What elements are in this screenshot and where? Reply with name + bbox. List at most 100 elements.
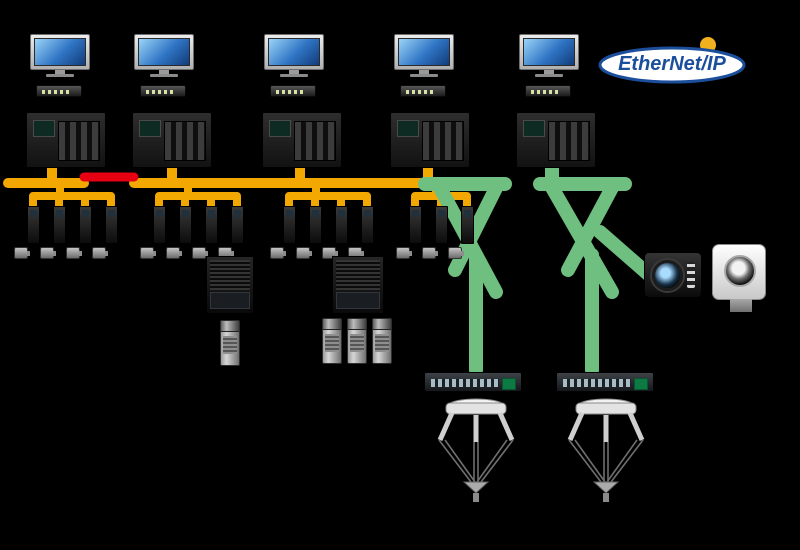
monitor-screen bbox=[138, 38, 190, 66]
servo-motor-icon bbox=[140, 247, 156, 259]
hub-1 bbox=[36, 85, 82, 97]
servo-unit bbox=[166, 206, 192, 260]
servo-unit bbox=[448, 206, 474, 260]
servo-unit bbox=[40, 206, 66, 260]
servo-drive-icon bbox=[231, 206, 244, 244]
delta-robot-1 bbox=[426, 396, 526, 506]
servo-drive-icon bbox=[409, 206, 422, 244]
servo-motor-icon bbox=[422, 247, 438, 259]
servo-drive-icon bbox=[205, 206, 218, 244]
robot-end-platform bbox=[592, 481, 620, 494]
monitor-5 bbox=[519, 34, 579, 80]
servo-unit bbox=[218, 206, 244, 260]
servo-motor-icon bbox=[166, 247, 182, 259]
servo-drive-icon bbox=[105, 206, 118, 244]
servo-motor-icon bbox=[270, 247, 286, 259]
ethernet-switch-2 bbox=[556, 372, 654, 392]
servo-unit bbox=[192, 206, 218, 260]
robot-lower-rods bbox=[568, 439, 644, 483]
servo-drive-icon bbox=[53, 206, 66, 244]
hub-2 bbox=[140, 85, 186, 97]
monitor-bezel bbox=[264, 34, 324, 70]
camera-1 bbox=[220, 320, 240, 366]
servo-motor-icon bbox=[448, 247, 464, 259]
servo-unit bbox=[422, 206, 448, 260]
ethernet-ip-logo-text: EtherNet/IP bbox=[618, 53, 726, 75]
delta-robot-graphic bbox=[567, 398, 645, 502]
servo-drive-icon bbox=[283, 206, 296, 244]
servo-motor-icon bbox=[40, 247, 56, 259]
monitor-base bbox=[46, 74, 74, 77]
servo-drive-icon bbox=[435, 206, 448, 244]
servo-unit bbox=[348, 206, 374, 260]
monitor-2 bbox=[134, 34, 194, 80]
plc-3 bbox=[262, 112, 342, 168]
industrial-pc-1 bbox=[206, 256, 254, 314]
servo-motor-icon bbox=[396, 247, 412, 259]
monitor-bezel bbox=[394, 34, 454, 70]
camera-4 bbox=[372, 318, 392, 364]
robot-tool bbox=[603, 493, 609, 502]
servo-drive-icon bbox=[27, 206, 40, 244]
servo-drive-icon bbox=[309, 206, 322, 244]
monitor-3 bbox=[264, 34, 324, 80]
monitor-screen bbox=[34, 38, 86, 66]
camera-2 bbox=[322, 318, 342, 364]
industrial-pc-2 bbox=[332, 256, 384, 314]
monitor-base bbox=[410, 74, 438, 77]
hub-5 bbox=[525, 85, 571, 97]
servo-drive-icon bbox=[361, 206, 374, 244]
monitor-stand bbox=[289, 70, 299, 74]
monitor-screen bbox=[523, 38, 575, 66]
servo-unit bbox=[92, 206, 118, 260]
servo-motor-icon bbox=[192, 247, 208, 259]
ethercat-plc-drops bbox=[47, 161, 433, 188]
servo-motor-icon bbox=[66, 247, 82, 259]
monitor-stand bbox=[419, 70, 429, 74]
servo-unit bbox=[14, 206, 40, 260]
hub-3 bbox=[270, 85, 316, 97]
servo-unit bbox=[270, 206, 296, 260]
servo-drive-icon bbox=[179, 206, 192, 244]
monitor-base bbox=[150, 74, 178, 77]
plc-4 bbox=[390, 112, 470, 168]
robot-upper-arms bbox=[437, 411, 515, 442]
servo-unit bbox=[396, 206, 422, 260]
smart-camera-lens bbox=[652, 260, 683, 291]
monitor-bezel bbox=[519, 34, 579, 70]
monitor-bezel bbox=[30, 34, 90, 70]
monitor-stand bbox=[544, 70, 554, 74]
robot-tool bbox=[473, 493, 479, 502]
monitor-stand bbox=[55, 70, 65, 74]
plc-1 bbox=[26, 112, 106, 168]
servo-motor-icon bbox=[296, 247, 312, 259]
hub-4 bbox=[400, 85, 446, 97]
robot-base-plate bbox=[575, 402, 637, 415]
monitor-screen bbox=[268, 38, 320, 66]
robot-lower-rods bbox=[438, 439, 514, 483]
camera-3 bbox=[347, 318, 367, 364]
ethernetip-trunk-right-b bbox=[561, 177, 621, 277]
ethernetip-branch-camera bbox=[593, 225, 655, 281]
ethercat-branch-col1 bbox=[29, 179, 115, 213]
ethercat-branch-col2 bbox=[155, 179, 241, 213]
monitor-base bbox=[280, 74, 308, 77]
delta-robot-graphic bbox=[437, 398, 515, 502]
servo-motor-icon bbox=[14, 247, 30, 259]
monitor-screen bbox=[398, 38, 450, 66]
monitor-1 bbox=[30, 34, 90, 80]
vision-sensor bbox=[712, 244, 766, 312]
ethernet-switch-1 bbox=[424, 372, 522, 392]
robot-upper-arms bbox=[567, 411, 645, 442]
robot-base-plate bbox=[445, 402, 507, 415]
servo-drive-icon bbox=[79, 206, 92, 244]
servo-unit bbox=[296, 206, 322, 260]
ethernet-ip-logo: EtherNet/IP bbox=[596, 36, 748, 90]
monitor-bezel bbox=[134, 34, 194, 70]
smart-camera bbox=[644, 252, 702, 298]
servo-drive-icon bbox=[461, 206, 474, 244]
monitor-stand bbox=[159, 70, 169, 74]
robot-end-platform bbox=[462, 481, 490, 494]
servo-unit bbox=[322, 206, 348, 260]
